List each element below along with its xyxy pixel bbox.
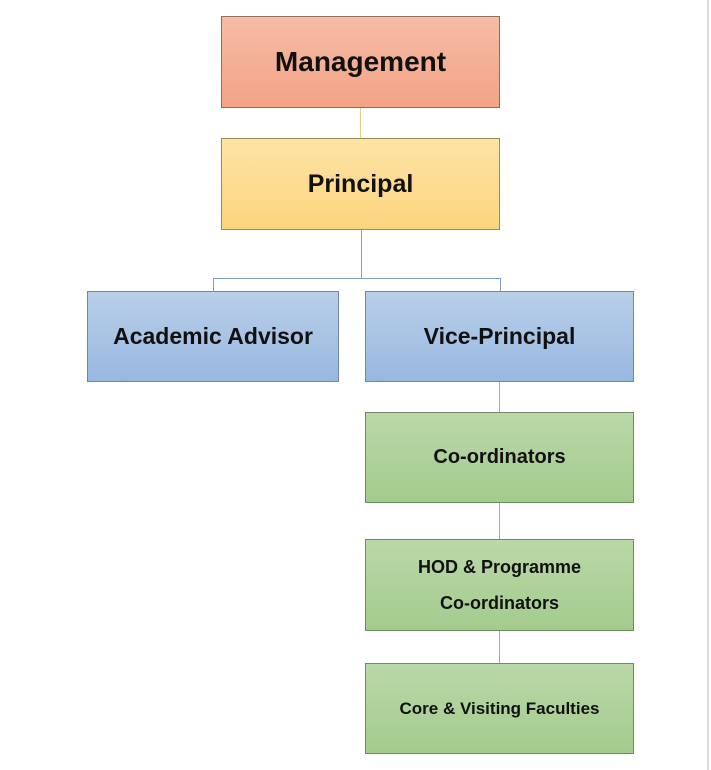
node-academic-advisor: Academic Advisor — [87, 291, 339, 382]
node-core-visiting-faculties: Core & Visiting Faculties — [365, 663, 634, 754]
node-label: Core & Visiting Faculties — [399, 698, 600, 718]
page-edge-line — [707, 0, 709, 770]
node-label: Principal — [307, 169, 414, 198]
connector-principal-down — [361, 229, 362, 279]
node-label: Vice-Principal — [423, 323, 576, 349]
connector-coord-hod — [499, 502, 500, 539]
node-label-line2: Co-ordinators — [440, 593, 559, 613]
connector-hod-faculties — [499, 630, 500, 663]
node-label: Management — [274, 46, 447, 77]
node-coordinators: Co-ordinators — [365, 412, 634, 503]
connector-management-principal — [360, 107, 361, 138]
node-label-line1: HOD & Programme — [417, 557, 582, 577]
node-management: Management — [221, 16, 500, 108]
node-label: Academic Advisor — [113, 323, 313, 349]
connector-horizontal — [213, 278, 501, 279]
node-principal: Principal — [221, 138, 500, 230]
node-vice-principal: Vice-Principal — [365, 291, 634, 382]
connector-to-academic — [213, 278, 214, 291]
node-label: Co-ordinators — [433, 446, 566, 468]
connector-to-vice — [500, 278, 501, 291]
connector-vice-coord — [499, 381, 500, 412]
